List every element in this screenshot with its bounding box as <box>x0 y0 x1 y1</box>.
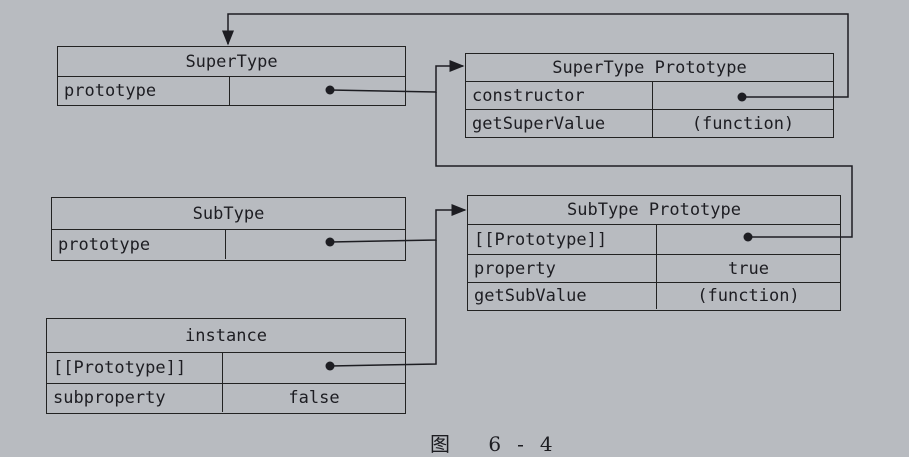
subtype-title: SubType <box>52 198 405 230</box>
connector-arrows <box>222 13 853 371</box>
instance-box: instance [[Prototype]] subproperty false <box>46 318 406 414</box>
supertype-prototype-box: SuperType Prototype constructor getSuper… <box>465 53 834 138</box>
pointer-dot <box>325 85 335 95</box>
getsupervalue-value: (function) <box>691 113 795 134</box>
constructor-pointer <box>222 13 849 98</box>
getsubvalue-key: getSubValue <box>468 283 657 309</box>
property-value: true <box>728 258 769 279</box>
property-key: property <box>468 255 657 282</box>
subproperty-value: false <box>288 388 340 408</box>
instance-prototype-key: [[Prototype]] <box>47 353 223 383</box>
supertype-prototype-key: prototype <box>58 77 230 105</box>
supertype-prototype-pointer <box>329 60 465 93</box>
supertype-prototype-title: SuperType Prototype <box>466 54 833 82</box>
subproto-prototype-key: [[Prototype]] <box>468 225 657 254</box>
subtype-prototype-key: prototype <box>52 230 226 259</box>
getsubvalue-value: (function) <box>697 286 800 306</box>
subtype-prototype-box: SubType Prototype [[Prototype]] property… <box>467 195 841 311</box>
supertype-box: SuperType prototype <box>57 46 406 106</box>
instance-prototype-pointer <box>329 240 437 367</box>
pointer-dot <box>737 92 747 102</box>
subtype-prototype-title: SubType Prototype <box>468 196 840 225</box>
instance-title: instance <box>47 319 405 353</box>
subproto-prototype-pointer <box>435 92 853 238</box>
constructor-key: constructor <box>466 82 653 109</box>
subtype-box: SubType prototype <box>51 197 406 261</box>
getsupervalue-key: getSuperValue <box>466 110 653 137</box>
pointer-dot <box>743 232 753 242</box>
supertype-title: SuperType <box>58 47 405 77</box>
subproperty-key: subproperty <box>47 384 223 412</box>
pointer-dot <box>325 237 335 247</box>
pointer-dot <box>325 361 335 371</box>
figure-caption: 图 6-4 <box>430 432 569 456</box>
subtype-prototype-pointer <box>329 204 467 243</box>
